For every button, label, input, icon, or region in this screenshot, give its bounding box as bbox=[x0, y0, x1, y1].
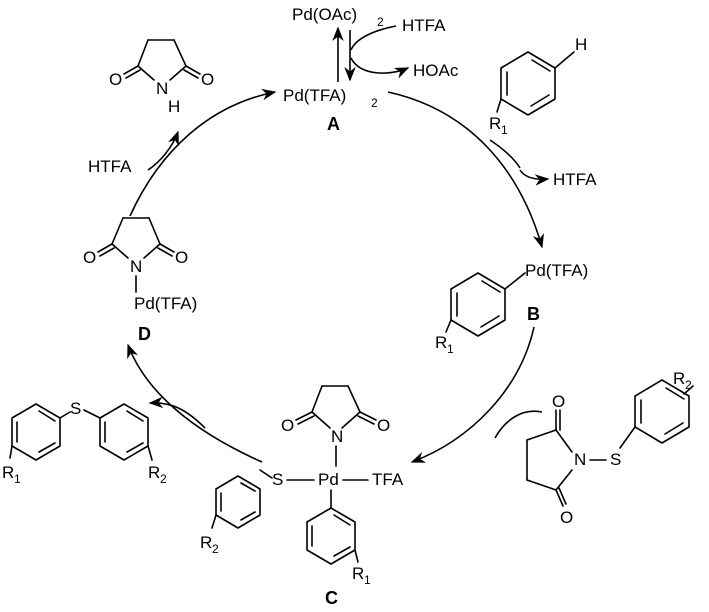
arrow-htfa-out-right bbox=[519, 169, 550, 186]
product-s-label: S bbox=[70, 399, 81, 418]
c-n-label: N bbox=[331, 427, 343, 446]
compound-a-label: A bbox=[327, 114, 340, 134]
product-r1-label: R bbox=[2, 463, 14, 482]
side-arrows bbox=[147, 25, 550, 439]
svg-text:2: 2 bbox=[160, 472, 167, 486]
arene-r1-label: R bbox=[489, 114, 501, 133]
nsr-o-bottom-label: O bbox=[560, 508, 573, 527]
compound-c-label: C bbox=[325, 588, 338, 608]
c-o-left-label: O bbox=[281, 416, 294, 435]
arrow-b-to-c bbox=[410, 326, 535, 463]
arrow-product-out bbox=[148, 396, 206, 429]
htfa-in-label: HTFA bbox=[402, 16, 446, 35]
nsr-r2-label: R bbox=[673, 369, 685, 388]
d-o-right-label: O bbox=[175, 248, 188, 267]
nsr-o-top-label: O bbox=[552, 392, 565, 411]
c-pd-label: Pd bbox=[318, 470, 339, 489]
arrow-hoac-out bbox=[350, 57, 410, 79]
b-r1-label: R bbox=[435, 333, 447, 352]
diaryl-sulfide-product: S R 1 R 2 bbox=[2, 399, 167, 486]
c-s-label: S bbox=[272, 470, 283, 489]
succ-o-right-label: O bbox=[201, 70, 214, 89]
svg-text:1: 1 bbox=[364, 573, 371, 587]
htfa-out-right-label: HTFA bbox=[553, 170, 597, 189]
cycle-arrows bbox=[127, 88, 544, 463]
arrow-nsr-in bbox=[494, 410, 543, 439]
svg-text:1: 1 bbox=[447, 342, 454, 356]
product-r2-label: R bbox=[148, 463, 160, 482]
arrow-a-to-b bbox=[387, 91, 544, 249]
succinimide-product: O O N H bbox=[109, 39, 214, 116]
htfa-left-label: HTFA bbox=[88, 157, 132, 176]
c-tfa-label: TFA bbox=[372, 470, 404, 489]
compound-b-label: B bbox=[527, 304, 540, 324]
c-o-right-label: O bbox=[377, 416, 390, 435]
svg-text:2: 2 bbox=[685, 378, 692, 392]
svg-text:2: 2 bbox=[212, 542, 219, 556]
d-pd-tfa-label: Pd(TFA) bbox=[134, 294, 197, 313]
svg-text:1: 1 bbox=[501, 123, 508, 137]
c-r2-label: R bbox=[200, 533, 212, 552]
nsr-s-label: S bbox=[610, 450, 621, 469]
b-pd-tfa-label: Pd(TFA) bbox=[525, 261, 588, 280]
hoac-out-label: HOAc bbox=[413, 61, 459, 80]
intermediate-b: Pd(TFA) B R 1 bbox=[435, 261, 588, 356]
intermediate-d: O O N Pd(TFA) D bbox=[83, 217, 197, 344]
arrow-arene-in bbox=[489, 139, 521, 169]
compound-d-label: D bbox=[138, 324, 151, 344]
arrow-htfa-in bbox=[350, 25, 397, 51]
arene-h-molecule: H R 1 bbox=[489, 35, 587, 137]
svg-text:1: 1 bbox=[14, 472, 21, 486]
intermediate-c: O O N S Pd TFA R 2 R 1 C bbox=[200, 385, 404, 608]
c-r1-label: R bbox=[352, 564, 364, 583]
svg-text:2: 2 bbox=[371, 96, 378, 110]
d-n-label: N bbox=[130, 257, 142, 276]
arrow-d-to-a bbox=[129, 88, 277, 217]
arene-h-label: H bbox=[575, 35, 587, 54]
arrow-htfa-left bbox=[147, 130, 179, 171]
succ-n-label: N bbox=[156, 79, 168, 98]
catalyst-a-group: Pd(OAc) 2 HTFA HOAc Pd(TFA) 2 A bbox=[283, 5, 459, 134]
succ-h-label: H bbox=[168, 97, 180, 116]
succ-o-left-label: O bbox=[109, 70, 122, 89]
n-arylthio-succinimide: R 2 S N O O bbox=[526, 369, 694, 527]
arrow-c-to-d bbox=[127, 343, 263, 463]
svg-text:2: 2 bbox=[377, 15, 384, 29]
nsr-n-label: N bbox=[574, 450, 586, 469]
pd-tfa2-label: Pd(TFA) bbox=[283, 86, 346, 105]
pd-oac2-label: Pd(OAc) bbox=[292, 5, 357, 24]
d-o-left-label: O bbox=[83, 248, 96, 267]
